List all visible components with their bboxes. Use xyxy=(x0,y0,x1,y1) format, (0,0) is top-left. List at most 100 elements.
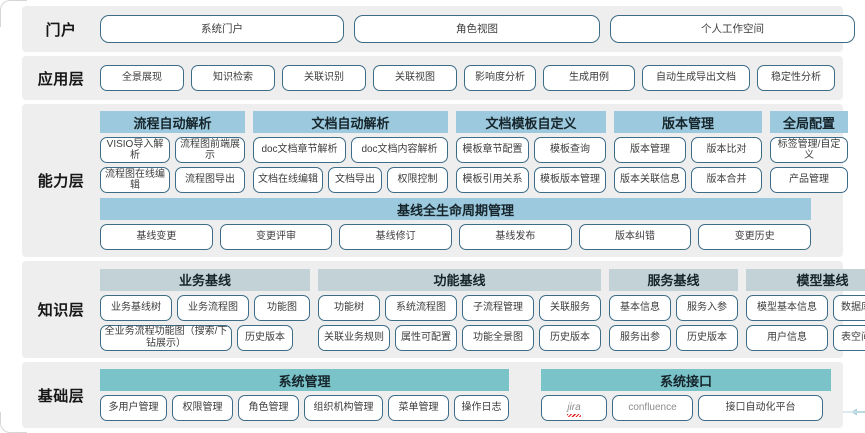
kn-item-basic-info[interactable]: 基本信息 xyxy=(609,294,671,321)
kn-item-user-info[interactable]: 用户信息 xyxy=(746,324,828,351)
app-item-auto-export-doc[interactable]: 自动生成导出文档 xyxy=(642,65,750,91)
group-row: jira confluence 接口自动化平台 xyxy=(541,395,831,421)
group-header-global-config: 全局配置 xyxy=(770,111,848,133)
lifecycle-item-baseline-change[interactable]: 基线变更 xyxy=(100,224,213,250)
kn-item-full-business-flow-function-diagram[interactable]: 全业务流程功能图（搜索/下钻展示） xyxy=(100,324,232,351)
cap-item-version-merge[interactable]: 版本合并 xyxy=(691,167,762,193)
capability-group-doc-parse: 文档自动解析 doc文档章节解析 doc文档内容解析 文档在线编辑 文档导出 权… xyxy=(253,111,448,193)
app-item-impact-analysis[interactable]: 影响度分析 xyxy=(464,65,536,91)
cap-item-doc-online-edit[interactable]: 文档在线编辑 xyxy=(253,167,323,193)
cap-item-template-reference[interactable]: 模板引用关系 xyxy=(456,167,529,193)
knowledge-group-model-baseline: 模型基线 模型基本信息 数据库信息 用户信息 表空间信息 xyxy=(746,268,865,351)
layer-body-capability: 流程自动解析 VISIO导入解析 流程图前端展示 流程图在线编辑 流程图导出 文… xyxy=(100,111,858,250)
group-row: 模板引用关系 模板版本管理 xyxy=(456,167,606,193)
infra-item-permission-management[interactable]: 权限管理 xyxy=(172,395,233,421)
infra-item-confluence[interactable]: confluence xyxy=(612,395,693,421)
kn-item-related-services[interactable]: 关联服务 xyxy=(539,294,601,321)
infra-item-jira[interactable]: jira xyxy=(541,395,607,421)
kn-item-database-info[interactable]: 数据库信息 xyxy=(833,294,865,321)
kn-item-related-business-rules[interactable]: 关联业务规则 xyxy=(318,324,390,351)
lifecycle-item-change-history[interactable]: 变更历史 xyxy=(698,224,812,250)
cap-item-doc-content-parse[interactable]: doc文档内容解析 xyxy=(351,137,448,163)
layer-knowledge: 知识层 业务基线 业务基线树 业务流程图 功能图 全业务流程功能图（搜索/下钻展… xyxy=(22,261,865,358)
layer-infrastructure: 基础层 系统管理 多用户管理 权限管理 角色管理 组织机构管理 菜单管理 操作日… xyxy=(22,362,843,428)
group-row: 全业务流程功能图（搜索/下钻展示） 历史版本 xyxy=(100,324,310,351)
capability-groups: 流程自动解析 VISIO导入解析 流程图前端展示 流程图在线编辑 流程图导出 文… xyxy=(100,111,848,193)
kn-item-function-tree[interactable]: 功能树 xyxy=(318,294,380,321)
kn-item-attribute-configurable[interactable]: 属性可配置 xyxy=(395,324,457,351)
kn-item-business-flowchart[interactable]: 业务流程图 xyxy=(177,294,249,321)
app-item-knowledge-search[interactable]: 知识检索 xyxy=(191,65,275,91)
cap-item-template-chapter-config[interactable]: 模板章节配置 xyxy=(456,137,529,163)
portal-item-personal-workspace[interactable]: 个人工作空间 xyxy=(610,15,855,43)
kn-item-business-baseline-tree[interactable]: 业务基线树 xyxy=(100,294,172,321)
infra-item-multi-user-management[interactable]: 多用户管理 xyxy=(100,395,167,421)
layer-portal: 门户 系统门户 角色视图 个人工作空间 xyxy=(22,6,855,52)
portal-item-system-portal[interactable]: 系统门户 xyxy=(100,15,344,43)
cap-item-tag-management[interactable]: 标签管理/自定义 xyxy=(770,137,848,163)
group-header-function-baseline: 功能基线 xyxy=(318,268,601,291)
cap-item-flowchart-export[interactable]: 流程图导出 xyxy=(175,167,245,193)
lifecycle-item-version-correction[interactable]: 版本纠错 xyxy=(578,224,692,250)
group-header-baseline-lifecycle: 基线全生命周期管理 xyxy=(100,198,811,220)
kn-item-system-flowchart[interactable]: 系统流程图 xyxy=(385,294,457,321)
kn-item-history-version-service[interactable]: 历史版本 xyxy=(676,324,738,351)
kn-item-service-output-params[interactable]: 服务出参 xyxy=(609,324,671,351)
group-row: 多用户管理 权限管理 角色管理 组织机构管理 菜单管理 操作日志 xyxy=(100,395,509,421)
infra-item-menu-management[interactable]: 菜单管理 xyxy=(388,395,449,421)
kn-item-model-basic-info[interactable]: 模型基本信息 xyxy=(746,294,828,321)
layer-body-portal: 系统门户 角色视图 个人工作空间 xyxy=(100,15,865,43)
lifecycle-item-baseline-revision[interactable]: 基线修订 xyxy=(339,224,453,250)
cap-item-version-compare[interactable]: 版本比对 xyxy=(691,137,762,163)
cap-item-version-management[interactable]: 版本管理 xyxy=(614,137,686,163)
kn-item-history-version-business[interactable]: 历史版本 xyxy=(237,324,293,351)
group-row: 关联业务规则 属性可配置 功能全景图 历史版本 xyxy=(318,324,601,351)
app-item-panorama[interactable]: 全景展现 xyxy=(100,65,184,91)
cap-item-flowchart-online-edit[interactable]: 流程图在线编辑 xyxy=(100,167,170,193)
app-item-relation-view[interactable]: 关联视图 xyxy=(373,65,457,91)
app-item-generate-case[interactable]: 生成用例 xyxy=(543,65,635,91)
cap-item-product-management[interactable]: 产品管理 xyxy=(770,167,848,193)
capability-group-doc-template: 文档模板自定义 模板章节配置 模板查询 模板引用关系 模板版本管理 xyxy=(456,111,606,193)
group-row: 产品管理 xyxy=(770,167,848,193)
group-row: VISIO导入解析 流程图前端展示 xyxy=(100,137,245,163)
layer-label-infrastructure: 基础层 xyxy=(37,387,85,405)
capability-group-global-config: 全局配置 标签管理/自定义 产品管理 xyxy=(770,111,848,193)
capability-group-flow-parse: 流程自动解析 VISIO导入解析 流程图前端展示 流程图在线编辑 流程图导出 xyxy=(100,111,245,193)
cap-item-permission-control[interactable]: 权限控制 xyxy=(387,167,448,193)
group-row: 功能树 系统流程图 子流程管理 关联服务 xyxy=(318,294,601,321)
cap-item-template-version-mgmt[interactable]: 模板版本管理 xyxy=(534,167,606,193)
canvas-corner-top-left xyxy=(0,0,27,27)
layer-label-capability: 能力层 xyxy=(37,173,85,190)
portal-item-role-view[interactable]: 角色视图 xyxy=(354,15,600,43)
jira-label: jira xyxy=(567,402,582,417)
kn-item-history-version-function[interactable]: 历史版本 xyxy=(539,324,601,351)
cap-item-doc-chapter-parse[interactable]: doc文档章节解析 xyxy=(253,137,346,163)
cap-item-doc-export[interactable]: 文档导出 xyxy=(328,167,382,193)
kn-item-function-diagram[interactable]: 功能图 xyxy=(254,294,310,321)
group-header-doc-parse: 文档自动解析 xyxy=(253,111,448,133)
infra-item-role-management[interactable]: 角色管理 xyxy=(238,395,299,421)
cap-item-version-relation-info[interactable]: 版本关联信息 xyxy=(614,167,686,193)
confluence-label: confluence xyxy=(628,402,677,414)
infra-item-api-automation-platform[interactable]: 接口自动化平台 xyxy=(698,395,823,421)
group-row: 标签管理/自定义 xyxy=(770,137,848,163)
lifecycle-item-baseline-release[interactable]: 基线发布 xyxy=(459,224,572,250)
knowledge-groups: 业务基线 业务基线树 业务流程图 功能图 全业务流程功能图（搜索/下钻展示） 历… xyxy=(100,268,865,351)
kn-item-tablespace-info[interactable]: 表空间信息 xyxy=(833,324,865,351)
group-row: 基本信息 服务入参 xyxy=(609,294,738,321)
group-row: 模板章节配置 模板查询 xyxy=(456,137,606,163)
cap-item-visio-import-parse[interactable]: VISIO导入解析 xyxy=(100,137,170,163)
app-item-stability-analysis[interactable]: 稳定性分析 xyxy=(757,65,835,91)
cap-item-template-query[interactable]: 模板查询 xyxy=(534,137,606,163)
infra-item-operation-log[interactable]: 操作日志 xyxy=(454,395,509,421)
cap-item-flowchart-frontend-display[interactable]: 流程图前端展示 xyxy=(175,137,245,163)
infra-item-org-structure-management[interactable]: 组织机构管理 xyxy=(304,395,383,421)
kn-item-function-panorama[interactable]: 功能全景图 xyxy=(462,324,534,351)
app-item-relation-identify[interactable]: 关联识别 xyxy=(282,65,366,91)
kn-item-subprocess-management[interactable]: 子流程管理 xyxy=(462,294,534,321)
baseline-lifecycle-items: 基线变更 变更评审 基线修订 基线发布 版本纠错 变更历史 xyxy=(100,224,812,250)
kn-item-service-input-params[interactable]: 服务入参 xyxy=(676,294,738,321)
lifecycle-item-change-review[interactable]: 变更评审 xyxy=(219,224,333,250)
